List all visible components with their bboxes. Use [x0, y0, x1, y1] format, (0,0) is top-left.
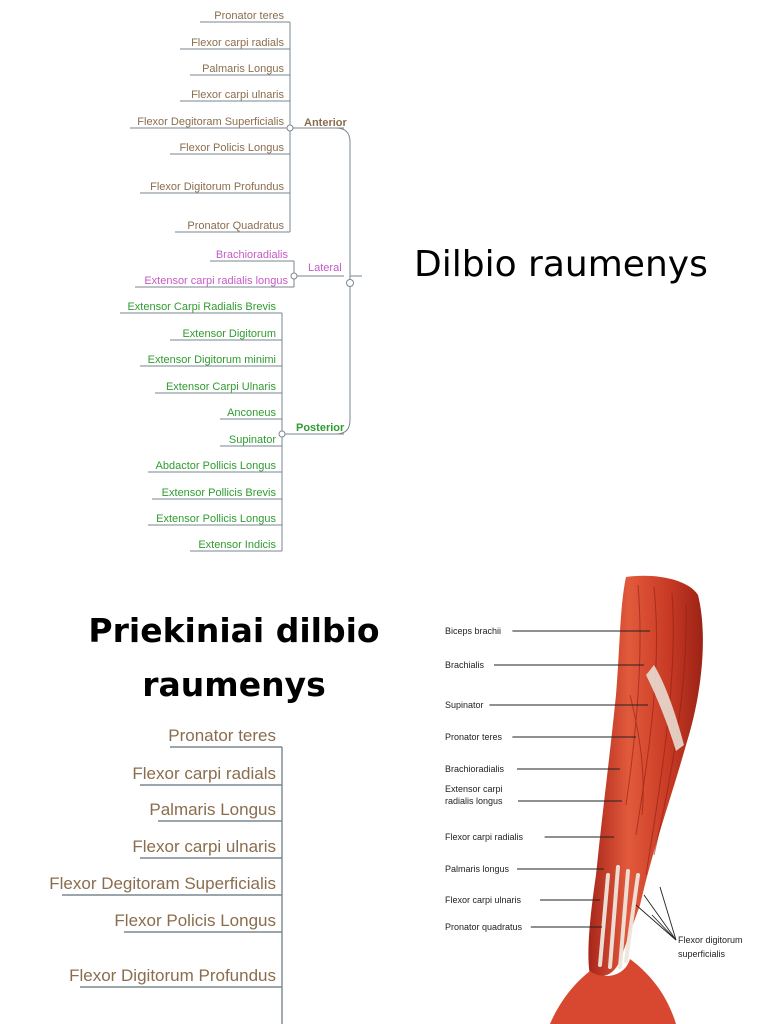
top-map-item-extensor-pollicis-brevis: Extensor Pollicis Brevis — [162, 487, 277, 499]
top-map-item-pronator-quadratus: Pronator Quadratus — [187, 220, 284, 232]
anatomy-label-palmaris-longus: Palmaris longus — [445, 864, 510, 874]
bottom-map-item-flexor-carpi-radials: Flexor carpi radials — [132, 764, 276, 783]
top-map-item-extensor-digitorum-minimi: Extensor Digitorum minimi — [148, 354, 276, 366]
top-map-item-palmaris-longus: Palmaris Longus — [202, 63, 284, 75]
top-map-item-flexor-degitoram-superficialis: Flexor Degitoram Superficialis — [137, 116, 284, 128]
top-map-item-extensor-indicis: Extensor Indicis — [198, 539, 276, 551]
page-title: Dilbio raumenys — [414, 244, 708, 285]
anatomy-label-pronator-quadratus: Pronator quadratus — [445, 922, 523, 932]
top-map-item-flexor-policis-longus: Flexor Policis Longus — [179, 142, 284, 154]
bottom-map-item-pronator-teres: Pronator teres — [168, 726, 276, 745]
anatomy-label-flexor-digitorum-superficialis-line-2: superficialis — [678, 949, 726, 959]
collapse-knob-posterior[interactable] — [278, 430, 286, 438]
anatomy-label-supinator: Supinator — [445, 700, 484, 710]
biceps-tendon — [646, 665, 684, 751]
anatomy-label-brachioradialis: Brachioradialis — [445, 764, 505, 774]
section-title-line-2: raumenys — [142, 665, 326, 704]
top-map-item-extensor-carpi-radialis-brevis: Extensor Carpi Radialis Brevis — [127, 301, 276, 313]
bottom-map-item-flexor-carpi-ulnaris: Flexor carpi ulnaris — [132, 837, 276, 856]
top-map-item-pronator-teres: Pronator teres — [214, 10, 284, 22]
group-label-posterior: Posterior — [296, 422, 345, 434]
section-title: Priekiniai dilbio raumenys — [56, 604, 412, 712]
anatomy-label-flexor-carpi-ulnaris: Flexor carpi ulnaris — [445, 895, 522, 905]
anatomy-label-extensor-carpi-radialis-longus-line-2: radialis longus — [445, 796, 503, 806]
collapse-knob-anterior[interactable] — [286, 124, 294, 132]
group-label-lateral: Lateral — [308, 262, 342, 274]
root-collapse-knob[interactable] — [346, 279, 354, 287]
bottom-map-item-flexor-degitoram-superficialis: Flexor Degitoram Superficialis — [49, 874, 276, 893]
top-map-item-flexor-digitorum-profundus: Flexor Digitorum Profundus — [150, 181, 284, 193]
top-map-item-extensor-carpi-radialis-longus: Extensor carpi radialis longus — [144, 275, 288, 287]
bottom-map-item-flexor-digitorum-profundus: Flexor Digitorum Profundus — [69, 966, 276, 985]
anatomy-label-flexor-digitorum-superficialis: Flexor digitorum — [678, 935, 743, 945]
top-map-item-flexor-carpi-radials: Flexor carpi radials — [191, 37, 284, 49]
anatomy-label-pronator-teres: Pronator teres — [445, 732, 503, 742]
top-map-item-flexor-carpi-ulnaris: Flexor carpi ulnaris — [191, 89, 284, 101]
top-map-item-abdactor-pollicis-longus: Abdactor Pollicis Longus — [156, 460, 277, 472]
anatomy-label-flexor-carpi-radialis: Flexor carpi radialis — [445, 832, 524, 842]
anatomy-label-brachialis: Brachialis — [445, 660, 485, 670]
section-title-line-1: Priekiniai dilbio — [88, 611, 380, 650]
top-map-item-anconeus: Anconeus — [227, 407, 276, 419]
top-map-item-extensor-carpi-ulnaris: Extensor Carpi Ulnaris — [166, 381, 277, 393]
group-label-anterior: Anterior — [304, 117, 348, 129]
hand-shape — [550, 959, 676, 1024]
top-map-item-extensor-pollicis-longus: Extensor Pollicis Longus — [156, 513, 276, 525]
anatomy-label-biceps-brachii: Biceps brachii — [445, 626, 501, 636]
forearm-anatomy-illustration: Biceps brachiiBrachialisSupinatorPronato… — [445, 575, 743, 1024]
top-map-item-extensor-digitorum: Extensor Digitorum — [182, 328, 276, 340]
top-map-item-brachioradialis: Brachioradialis — [216, 249, 289, 261]
collapse-knob-lateral[interactable] — [290, 272, 298, 280]
top-map-item-supinator: Supinator — [229, 434, 276, 446]
bottom-map-item-palmaris-longus: Palmaris Longus — [149, 800, 276, 819]
bottom-map-item-flexor-policis-longus: Flexor Policis Longus — [114, 911, 276, 930]
anatomy-label-extensor-carpi-radialis-longus: Extensor carpi — [445, 784, 503, 794]
